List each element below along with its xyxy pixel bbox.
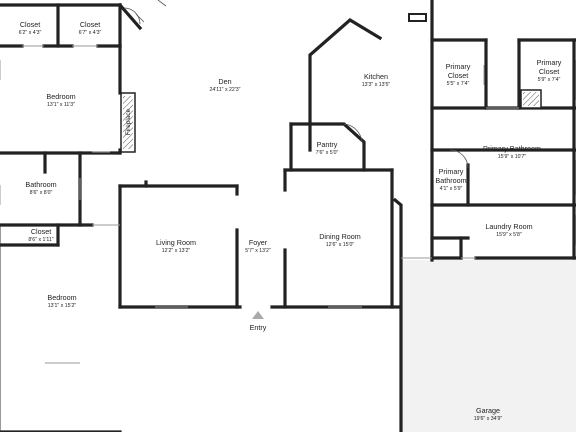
closet-3-name: Closet — [31, 227, 51, 236]
closet-2-dims: 6'7" x 4'3" — [79, 30, 102, 36]
foyer-dims: 5'7" x 13'2" — [245, 248, 271, 254]
fireplace-firebox — [123, 96, 133, 149]
closet-shelf-hatch — [523, 92, 539, 106]
entry-arrow-icon — [252, 311, 264, 319]
room-labels: Closet 6'2" x 4'3" Closet 6'7" x 4'3" Be… — [19, 20, 562, 422]
fireplace-label: Fireplace — [125, 108, 132, 135]
garage-name: Garage — [476, 406, 500, 415]
primary-closet-1-name2: Closet — [448, 71, 468, 80]
living-room-name: Living Room — [156, 238, 196, 247]
windows — [0, 45, 576, 432]
primary-bathroom-2-dims: 4'1" x 5'9" — [440, 186, 463, 192]
primary-closet-2-dims: 5'9" x 7'4" — [538, 77, 561, 83]
bedroom-2-name: Bedroom — [47, 293, 76, 302]
primary-closet-1-dims: 5'5" x 7'4" — [447, 81, 470, 87]
bedroom-2-dims: 13'1" x 15'2" — [48, 303, 77, 309]
primary-closet-2-name2: Closet — [539, 67, 559, 76]
kitchen-vent — [408, 13, 427, 22]
den-name: Den — [218, 77, 231, 86]
primary-bathroom-2-name2: Bathroom — [435, 176, 466, 185]
dining-room-name: Dining Room — [319, 232, 361, 241]
pantry-dims: 7'6" x 5'0" — [316, 150, 339, 156]
closet-3-dims: 8'6" x 1'11" — [28, 237, 53, 243]
pantry-name: Pantry — [317, 140, 338, 149]
entry-label: Entry — [250, 323, 267, 332]
primary-bathroom-dims: 15'9" x 10'7" — [498, 154, 527, 160]
laundry-room-dims: 15'9" x 5'8" — [496, 232, 522, 238]
bathroom-dims: 8'6" x 8'0" — [30, 190, 53, 196]
primary-closet-1-name: Primary — [446, 62, 471, 71]
foyer-name: Foyer — [249, 238, 268, 247]
garage-floor — [401, 260, 576, 432]
closet-1-dims: 6'2" x 4'3" — [19, 30, 42, 36]
laundry-room-name: Laundry Room — [485, 222, 532, 231]
kitchen-name: Kitchen — [364, 72, 388, 81]
closet-1-name: Closet — [20, 20, 40, 29]
bedroom-1-dims: 13'1" x 11'3" — [47, 102, 75, 108]
primary-bathroom-name: Primary Bathroom — [483, 144, 541, 153]
garage-dims: 19'6" x 34'9" — [474, 416, 503, 422]
primary-closet-2-name: Primary — [537, 58, 562, 67]
living-room-dims: 12'2" x 13'2" — [162, 248, 191, 254]
kitchen-dims: 13'3" x 13'5" — [362, 82, 391, 88]
dining-room-dims: 12'6" x 15'0" — [326, 242, 355, 248]
closet-2-name: Closet — [80, 20, 100, 29]
primary-bathroom-2-name: Primary — [439, 167, 464, 176]
bedroom-1-name: Bedroom — [46, 92, 75, 101]
bathroom-name: Bathroom — [25, 180, 56, 189]
den-dims: 24'11" x 22'3" — [210, 87, 241, 93]
door-swings — [123, 0, 469, 169]
